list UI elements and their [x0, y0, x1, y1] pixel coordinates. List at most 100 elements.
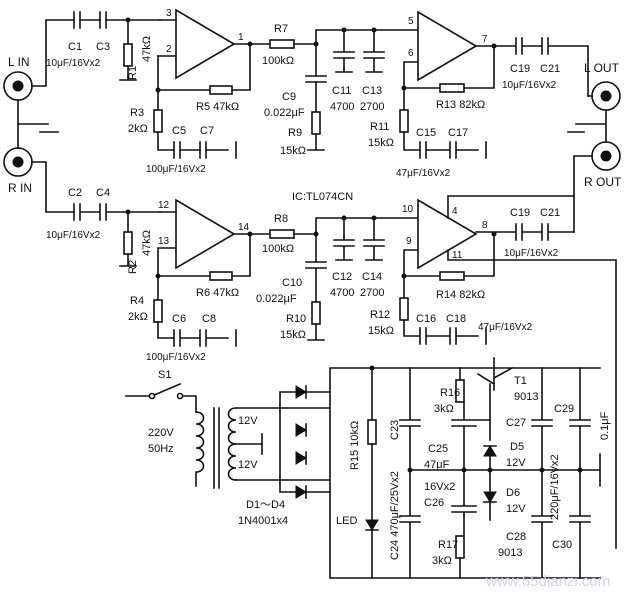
t2-value: 9013: [498, 547, 522, 559]
svg-text:2: 2: [166, 44, 172, 55]
c12-cap: [333, 217, 355, 261]
c3-cap: [99, 11, 107, 29]
r-out-label: R OUT: [584, 175, 622, 189]
tf-frequency: 50Hz: [148, 443, 174, 455]
c18-label: C18: [446, 313, 466, 325]
c28-label: C28: [506, 531, 526, 543]
l-out-jack: [591, 81, 621, 111]
r8-value: 100kΩ: [262, 243, 294, 255]
opamp-4: [417, 198, 478, 270]
r12-label: R12: [370, 309, 390, 321]
svg-text:14: 14: [238, 222, 250, 233]
c24-label: C24 470μF/25Vx2: [389, 471, 401, 560]
r1-resistor: [123, 43, 133, 67]
watermark: www.55dianzi.com: [485, 573, 610, 590]
c10-label: C10: [282, 277, 302, 289]
transformer-secondary: [227, 407, 237, 481]
c27-c28-caps: [531, 367, 553, 579]
r10-label: R10: [286, 313, 306, 325]
r6-label: R6 47kΩ: [196, 287, 239, 299]
t1-transistor: [476, 357, 514, 391]
t1-label: T1: [514, 375, 527, 387]
c29c30-value: 0.1μF: [599, 411, 611, 440]
c9-value: 0.022μF: [264, 107, 305, 119]
d2-diode: [295, 423, 307, 437]
c1-label: C1: [68, 41, 82, 53]
r3-resistor: [153, 109, 163, 133]
r5-label: R5 47kΩ: [196, 101, 239, 113]
sec-b-voltage: 12V: [238, 459, 258, 471]
s1-label: S1: [158, 369, 171, 381]
c27c28-value: 220μF/16Vx2: [549, 454, 561, 520]
c14-cap: [363, 217, 385, 261]
r7-value: 100kΩ: [262, 55, 294, 67]
c23-c24-caps: [399, 367, 421, 579]
c12-value: 4700: [330, 287, 354, 299]
r6-resistor: [209, 271, 233, 281]
r-in-label: R IN: [8, 181, 32, 195]
sec-a-voltage: 12V: [238, 415, 258, 427]
r11-label: R11: [370, 121, 389, 133]
r4-label: R4: [130, 295, 144, 307]
c26-value-b: 16Vx2: [424, 481, 455, 493]
r4-resistor: [153, 299, 163, 323]
svg-text:12: 12: [158, 200, 170, 211]
s1-switch: [125, 382, 197, 413]
c15-label: C15: [416, 127, 436, 139]
c21-label-bottom: C21: [540, 207, 560, 219]
r16-value: 3kΩ: [434, 403, 454, 415]
c2c4-value: 10μF/16Vx2: [46, 230, 101, 241]
r13-label: R13 82kΩ: [436, 99, 485, 111]
c9-label: C9: [282, 91, 296, 103]
d5-value: 12V: [506, 457, 526, 469]
svg-text:9: 9: [406, 236, 412, 247]
led-label: LED: [336, 515, 357, 527]
l-in-jack: [3, 71, 33, 101]
led-diode: [365, 519, 379, 531]
r3-value: 2kΩ: [128, 123, 148, 135]
c14-value: 2700: [360, 287, 384, 299]
r17-label: R17: [438, 539, 458, 551]
r2-value: 47kΩ: [141, 230, 153, 256]
svg-text:5: 5: [408, 16, 414, 27]
c16-label: C16: [416, 313, 436, 325]
r5-resistor: [209, 85, 233, 95]
c3-label: C3: [96, 41, 110, 53]
r4-value: 2kΩ: [128, 311, 148, 323]
supply-rails: [447, 195, 617, 549]
r8-resistor: [269, 229, 295, 239]
c15-c17-caps: [419, 141, 487, 159]
r3-label: R3: [130, 107, 144, 119]
d4-diode: [295, 485, 307, 499]
r7-resistor: [269, 39, 295, 49]
r12-value: 15kΩ: [368, 325, 394, 337]
svg-text:3: 3: [166, 8, 172, 19]
bridge-frame: [279, 391, 331, 493]
r11-resistor: [399, 109, 409, 133]
d1-diode: [295, 385, 307, 399]
c11-value: 4700: [330, 101, 354, 113]
l-out-label: L OUT: [584, 61, 620, 75]
r14-resistor: [439, 271, 465, 281]
c9-cap: [305, 75, 327, 83]
d6-value: 12V: [506, 503, 526, 515]
d1d4-label: D1～D4: [246, 499, 285, 511]
d5-zener: [483, 445, 497, 457]
d1d4-value: 1N4001x4: [238, 515, 288, 527]
r9-value: 15kΩ: [280, 145, 306, 157]
c1-cap: [73, 11, 81, 29]
c13-value: 2700: [360, 101, 384, 113]
c6-c8-caps: [157, 321, 237, 347]
c23-label: C23: [389, 420, 401, 440]
c13-label: C13: [362, 85, 382, 97]
c17-label: C17: [448, 127, 468, 139]
r7-label: R7: [274, 23, 288, 35]
ground-bus-ps: [409, 453, 601, 487]
svg-text:4: 4: [452, 206, 458, 217]
c16-c18-caps: [403, 319, 487, 345]
c6-label: C6: [172, 313, 186, 325]
r1-label: R1: [127, 66, 139, 80]
d3-diode: [295, 451, 307, 465]
c10-cap: [305, 233, 327, 303]
svg-text:10: 10: [402, 204, 414, 215]
